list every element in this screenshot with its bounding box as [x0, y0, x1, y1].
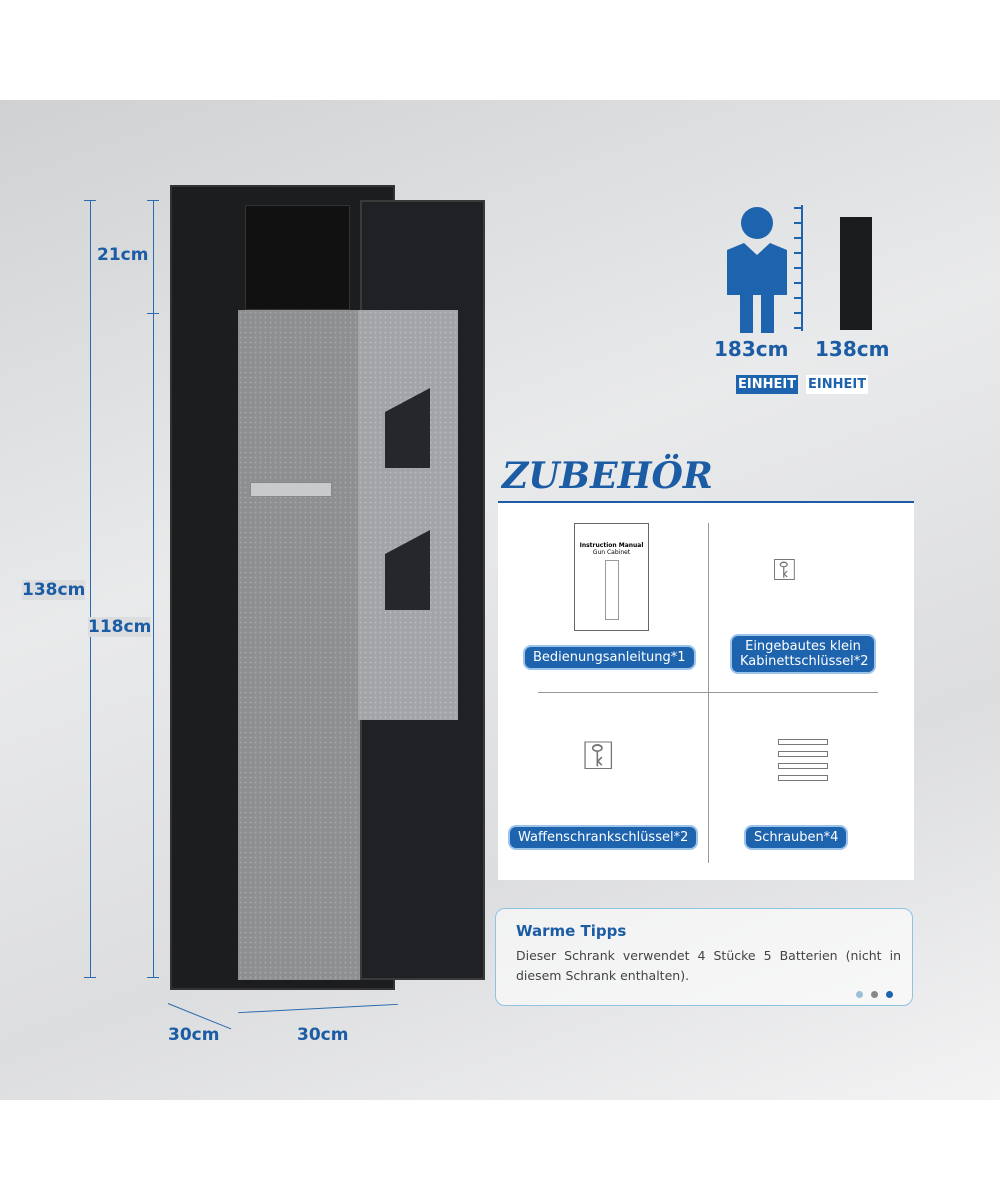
title-rule	[498, 501, 914, 503]
carousel-dot[interactable]	[871, 991, 878, 998]
accessory-screws-label: Schrauben*4	[744, 825, 849, 850]
carousel-dot[interactable]	[856, 991, 863, 998]
total-height-line	[90, 200, 91, 977]
total-height-dim: 138cm	[22, 580, 86, 600]
tips-box: Warme Tipps Dieser Schrank verwendet 4 S…	[495, 908, 913, 1006]
top-section-dim: 21cm	[97, 245, 149, 265]
cabinet-keys-icon: ⚿	[583, 733, 614, 779]
dim-cap	[147, 200, 159, 201]
unit-label-2: EINHEIT	[806, 375, 869, 394]
divider	[708, 523, 709, 863]
inner-height-dim: 118cm	[88, 617, 152, 637]
door-panel	[358, 310, 458, 720]
accessories-title: ZUBEHÖR	[502, 455, 713, 497]
accessory-small-keys-label: Eingebautes klein Kabinettschlüssel*2	[730, 634, 876, 674]
person-height: 183cm	[714, 337, 789, 361]
tips-title: Warme Tipps	[516, 922, 627, 940]
person-icon	[727, 207, 787, 333]
manual-subtitle: Gun Cabinet	[592, 549, 631, 556]
cabinet-interior	[238, 310, 360, 980]
accessory-manual-label: Bedienungsanleitung*1	[523, 645, 696, 670]
tips-text: Dieser Schrank verwendet 4 Stücke 5 Batt…	[516, 948, 901, 983]
inner-safe-box	[245, 205, 350, 310]
manual-image: Instruction Manual Gun Cabinet	[574, 523, 649, 631]
manual-title: Instruction Manual	[579, 542, 644, 549]
dim-cap	[147, 977, 159, 978]
accessories-panel: Instruction Manual Gun Cabinet ⚿ ⚿	[498, 503, 914, 880]
accessory-keys-label: Waffenschrankschlüssel*2	[508, 825, 699, 850]
dim-cap	[84, 200, 96, 201]
carousel-dot-active[interactable]	[886, 991, 893, 998]
cabinet-thumbnail	[840, 217, 872, 330]
dim-cap	[84, 977, 96, 978]
dim-cap	[147, 313, 159, 314]
divider	[538, 692, 878, 693]
depth-dim: 30cm	[168, 1025, 220, 1045]
inner-height-line	[153, 200, 154, 977]
small-keys-icon: ⚿	[773, 553, 796, 588]
height-ruler-icon	[794, 205, 803, 331]
screws-icon	[778, 733, 828, 787]
cabinet-height: 138cm	[815, 337, 890, 361]
width-dim: 30cm	[297, 1025, 349, 1045]
unit-label-1: EINHEIT	[736, 375, 799, 394]
barrel-rest	[250, 482, 332, 497]
